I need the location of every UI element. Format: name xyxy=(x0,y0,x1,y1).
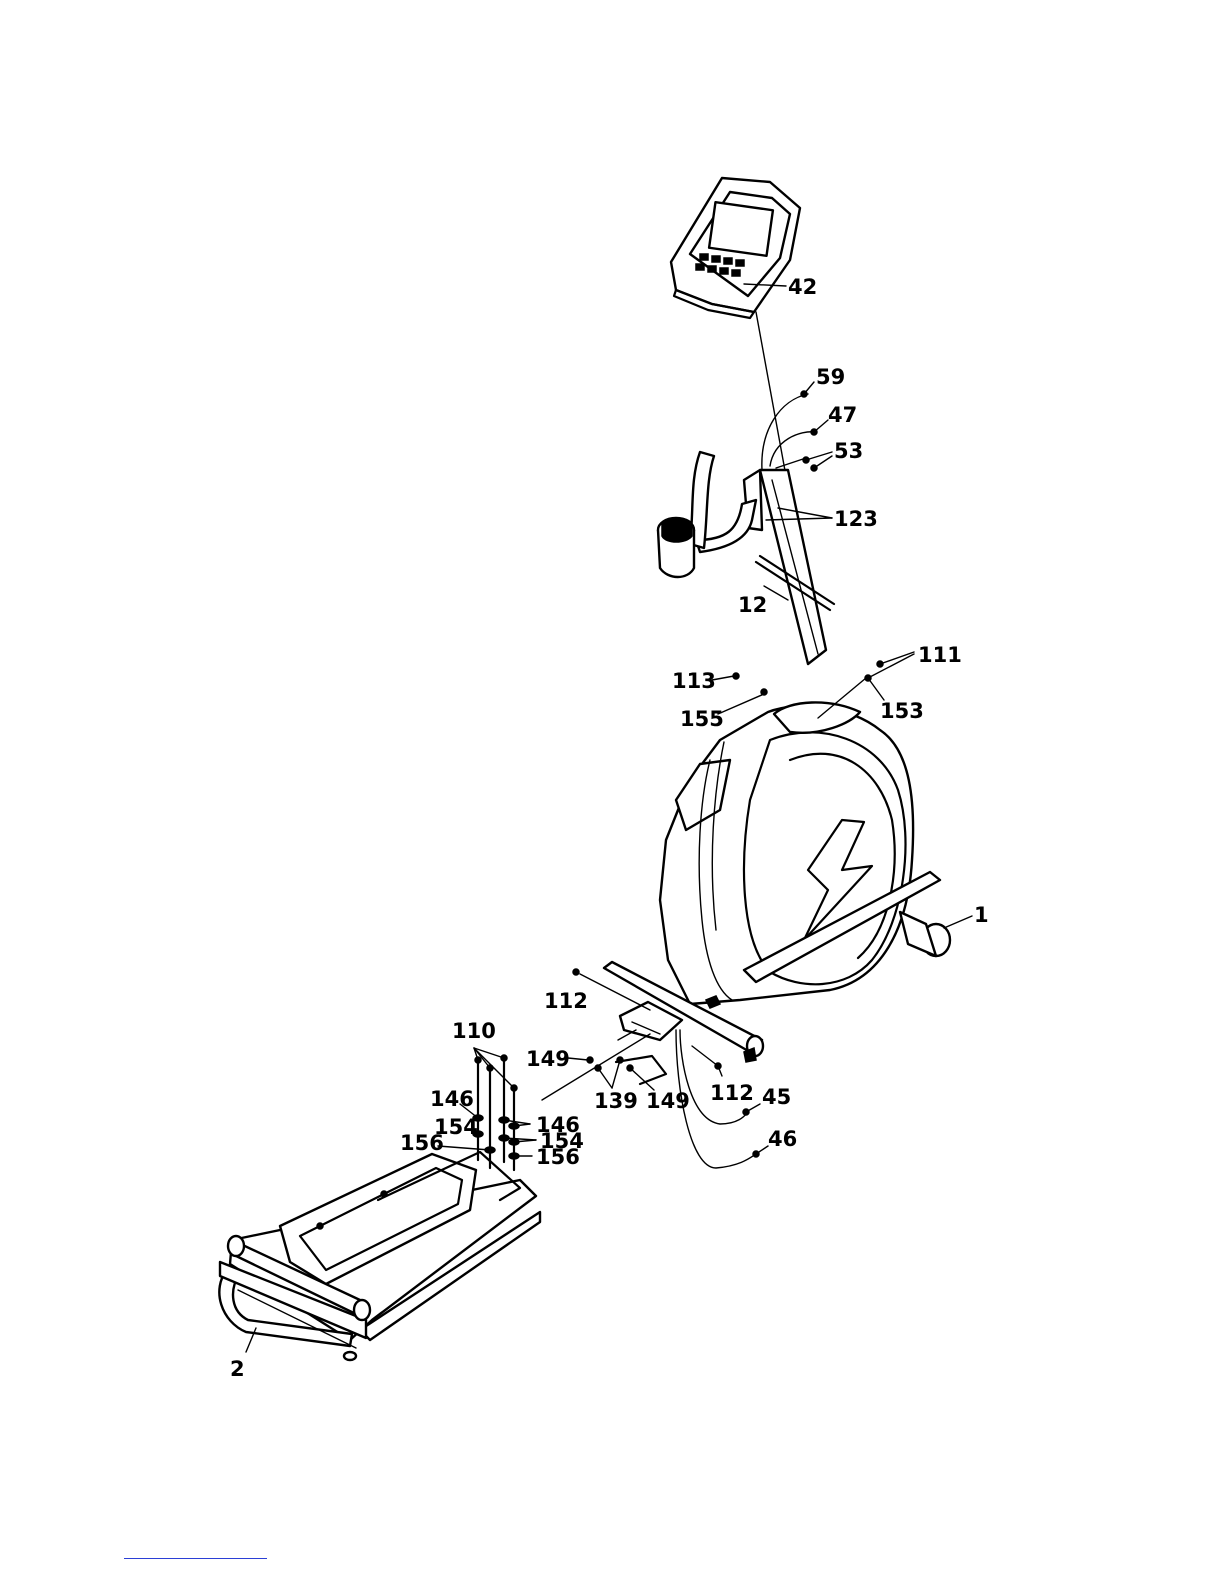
rail-assembly-part xyxy=(219,1152,540,1360)
label-123: 123 xyxy=(834,507,878,531)
label-2: 2 xyxy=(230,1357,245,1381)
label-1: 1 xyxy=(974,903,989,927)
label-155: 155 xyxy=(680,707,724,731)
footer-link-underline xyxy=(124,1558,267,1559)
label-113: 113 xyxy=(672,669,716,693)
main-frame-part xyxy=(660,702,950,1008)
label-146-a: 146 xyxy=(430,1087,474,1111)
label-156-a: 156 xyxy=(400,1131,444,1155)
label-139: 139 xyxy=(594,1089,638,1113)
label-47: 47 xyxy=(828,403,857,427)
label-149-b: 149 xyxy=(646,1089,690,1113)
label-59: 59 xyxy=(816,365,845,389)
console-part xyxy=(671,178,800,318)
label-111: 111 xyxy=(918,643,962,667)
label-149-a: 149 xyxy=(526,1047,570,1071)
label-112-a: 112 xyxy=(544,989,588,1013)
label-156-b: 156 xyxy=(536,1145,580,1169)
label-45: 45 xyxy=(762,1085,791,1109)
label-153: 153 xyxy=(880,699,924,723)
label-110: 110 xyxy=(452,1019,496,1043)
label-53: 53 xyxy=(834,439,863,463)
label-12: 12 xyxy=(738,593,767,617)
label-42: 42 xyxy=(788,275,817,299)
label-112-b: 112 xyxy=(710,1081,754,1105)
handlebar-post-part xyxy=(658,394,834,664)
label-46: 46 xyxy=(768,1127,797,1151)
